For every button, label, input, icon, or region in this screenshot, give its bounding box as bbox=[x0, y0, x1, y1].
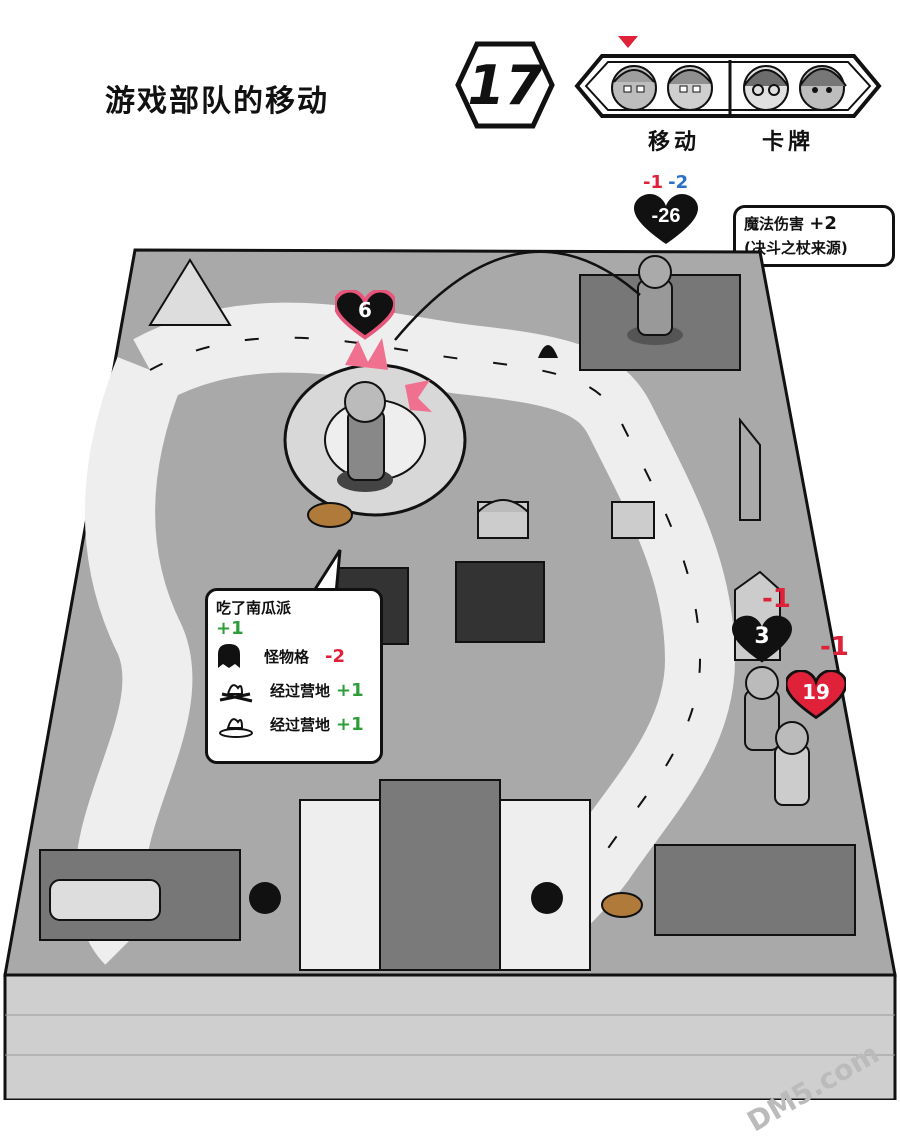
tower-heart-value: 3 bbox=[754, 624, 770, 649]
enemy-hp-heart bbox=[634, 194, 698, 244]
map-scroll-icon bbox=[49, 879, 161, 921]
turn-order-move-label: 移动 bbox=[648, 130, 701, 155]
campfire-icon bbox=[219, 684, 253, 703]
event-item-camp: 经过营地 +1 bbox=[216, 707, 372, 741]
board-path-right bbox=[133, 302, 736, 958]
enemy-mod-blue: -2 bbox=[668, 172, 689, 193]
party-members-figures bbox=[744, 666, 810, 806]
event-item-monster: 怪物格 -2 bbox=[216, 639, 372, 673]
pink-heart-value: 6 bbox=[358, 298, 372, 322]
damage-burst-icon bbox=[345, 338, 388, 370]
enemy-modifiers: -1 -2 bbox=[643, 172, 688, 193]
treasure-chest-icon bbox=[611, 501, 655, 539]
portrait-2 bbox=[667, 65, 713, 111]
board-front bbox=[3, 973, 897, 1100]
ghost-icon bbox=[218, 644, 240, 668]
pumpkin-pie-icon bbox=[307, 502, 353, 528]
bomb-orb-icon bbox=[249, 882, 281, 914]
game-board bbox=[3, 248, 897, 1100]
enemy-mod-red: -1 bbox=[643, 172, 663, 193]
magic-callout-value: +2 bbox=[809, 213, 837, 234]
portrait-3 bbox=[743, 65, 789, 111]
turn-counter-frame bbox=[455, 41, 555, 129]
pumpkin-pie-icon bbox=[601, 892, 643, 918]
event-item-label: 怪物格 bbox=[264, 647, 310, 666]
magic-callout-line1: 魔法伤害 bbox=[744, 215, 805, 233]
tower-heart-marker bbox=[732, 615, 792, 663]
portrait-4 bbox=[799, 65, 847, 111]
movement-arc bbox=[394, 250, 641, 341]
campfire-icon bbox=[219, 718, 253, 738]
event-heading: 吃了南瓜派 bbox=[216, 599, 292, 617]
event-bubble: 吃了南瓜派 +1 怪物格 -2 经过营地 +1 经过营地 +1 bbox=[205, 588, 383, 764]
damage-burst-icon bbox=[405, 380, 432, 412]
enemy-hp-value: -26 bbox=[651, 205, 681, 227]
card-deck-icon bbox=[455, 561, 545, 643]
pink-heart-marker bbox=[335, 290, 395, 340]
event-item-label: 经过营地 bbox=[270, 715, 331, 734]
treasure-chest-icon bbox=[477, 499, 529, 539]
tent-icon bbox=[148, 258, 232, 326]
event-item-value: +1 bbox=[336, 679, 364, 701]
turn-counter-number: 17 bbox=[467, 53, 543, 117]
magic-callout-line2: (决斗之杖来源) bbox=[744, 239, 848, 257]
portrait-1 bbox=[611, 65, 657, 111]
event-item-value: +1 bbox=[336, 713, 364, 735]
event-heading-value: +1 bbox=[216, 618, 244, 639]
party-leader-figure bbox=[337, 381, 393, 492]
turn-order-card-label: 卡牌 bbox=[762, 130, 815, 155]
party-heart-mod: -1 bbox=[820, 632, 849, 662]
party-heart-value: 19 bbox=[802, 680, 830, 704]
camp-area-bottom-right bbox=[654, 844, 856, 936]
ghost-icon bbox=[538, 345, 558, 358]
enemy-figure-top-right bbox=[627, 255, 683, 345]
page-title: 游戏部队的移动 bbox=[105, 84, 329, 119]
event-item-value: -2 bbox=[325, 645, 346, 667]
active-turn-marker-icon bbox=[618, 36, 638, 48]
tower-heart-mod: -1 bbox=[762, 584, 791, 614]
event-item-camp: 经过营地 +1 bbox=[216, 673, 372, 707]
event-item-label: 经过营地 bbox=[270, 681, 331, 700]
tower-icon bbox=[739, 417, 761, 521]
party-heart-marker bbox=[786, 670, 846, 720]
turn-order-banner bbox=[574, 36, 882, 118]
bomb-orb-icon bbox=[531, 882, 563, 914]
magic-damage-callout: 魔法伤害 +2 (决斗之杖来源) bbox=[733, 205, 895, 267]
